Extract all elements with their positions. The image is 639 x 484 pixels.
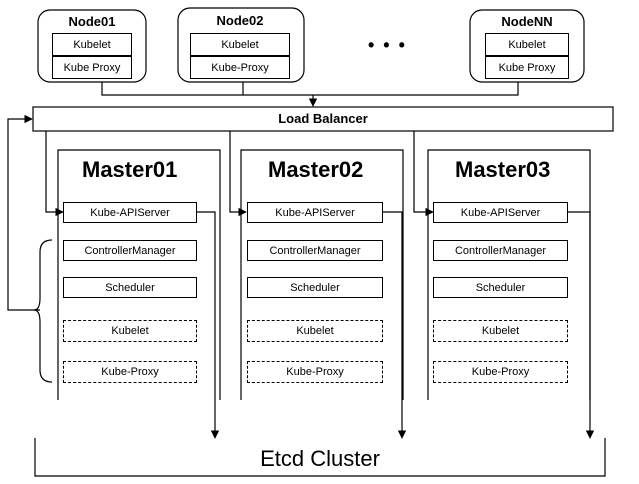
lb-to-api02-arrow: [229, 131, 247, 217]
feedback-to-lb-arrow: [7, 114, 40, 311]
master02-panel: [240, 149, 404, 400]
master02-kube-apiserver: Kube-APIServer: [247, 202, 383, 223]
nodenn-kube-proxy: Kube Proxy: [485, 56, 569, 79]
master01-kubelet: Kubelet: [63, 320, 197, 342]
master02-kube-proxy: Kube-Proxy: [247, 361, 383, 383]
master01-title: Master01: [82, 157, 178, 182]
master01-kube-proxy: Kube-Proxy: [63, 361, 197, 383]
load-balancer-label: Load Balancer: [278, 111, 368, 126]
master01-kube-apiserver: Kube-APIServer: [63, 202, 197, 223]
master02-title: Master02: [268, 157, 364, 182]
node-to-lb-line: [101, 82, 519, 96]
api02-to-etcd-arrow: [383, 211, 407, 439]
node01-kubelet: Kubelet: [52, 33, 132, 56]
api03-to-etcd-arrow: [568, 211, 595, 439]
etcd-cluster-box: [34, 438, 606, 477]
node02-kubelet: Kubelet: [190, 33, 290, 56]
more-nodes-ellipsis: • • •: [368, 35, 407, 55]
master03-kube-apiserver: Kube-APIServer: [433, 202, 568, 223]
master03-kubelet: Kubelet: [433, 320, 568, 342]
master02-controller-manager: ControllerManager: [247, 240, 383, 261]
node01-kube-proxy: Kube Proxy: [52, 56, 132, 79]
master03-kube-proxy: Kube-Proxy: [433, 361, 568, 383]
nodenn-kubelet: Kubelet: [485, 33, 569, 56]
master03-controller-manager: ControllerManager: [433, 240, 568, 261]
master01-scheduler: Scheduler: [63, 277, 197, 298]
node01-title: Node01: [68, 14, 116, 29]
master03-title: Master03: [455, 157, 551, 182]
lb-to-api01-arrow: [45, 131, 64, 217]
master01-controller-manager: ControllerManager: [63, 240, 197, 261]
node02-title: Node02: [216, 13, 264, 28]
api01-to-etcd-arrow: [197, 211, 220, 439]
nodenn-title: NodeNN: [501, 14, 553, 29]
node02-kube-proxy: Kube-Proxy: [190, 56, 290, 79]
master03-scheduler: Scheduler: [433, 277, 568, 298]
master02-scheduler: Scheduler: [247, 277, 383, 298]
load-balancer-box: [32, 106, 614, 132]
master01-panel: [57, 149, 221, 400]
component-group-brace: [33, 239, 53, 383]
lb-to-api03-arrow: [413, 131, 434, 217]
etcd-cluster-label: Etcd Cluster: [260, 446, 380, 471]
master02-kubelet: Kubelet: [247, 320, 383, 342]
